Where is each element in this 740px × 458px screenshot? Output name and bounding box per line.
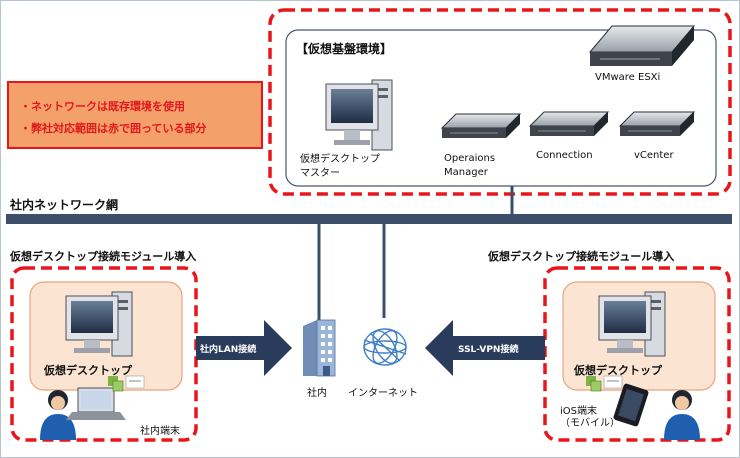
operations-manager-server-icon xyxy=(440,113,522,138)
left-desktop-icon xyxy=(65,291,133,357)
esxi-server-icon xyxy=(588,25,696,66)
left-terminal-label: 社内端末 xyxy=(140,426,180,437)
master-label: 仮想デスクトップ マスター xyxy=(300,154,380,179)
note-line-2: ・弊社対応範囲は赤で囲っている部分 xyxy=(20,122,207,135)
building-icon xyxy=(303,319,336,377)
lan-arrow xyxy=(196,320,292,376)
lan-arrow-label: 社内LAN接続 xyxy=(200,345,257,355)
infra-title: 【仮想基盤環境】 xyxy=(296,42,393,56)
note-line-1: ・ネットワークは既存環境を使用 xyxy=(20,100,185,113)
right-heading: 仮想デスクトップ接続モジュール導入 xyxy=(488,250,675,263)
operations-manager-label: Operaions Manager xyxy=(444,153,496,178)
right-desktop-label: 仮想デスクトップ xyxy=(574,364,662,377)
left-heading: 仮想デスクトップ接続モジュール導入 xyxy=(10,250,197,263)
right-desktop-icon xyxy=(598,291,666,357)
connection-server-icon xyxy=(528,111,610,136)
network-bus xyxy=(6,214,732,224)
right-terminal-label: iOS端末 （モバイル） xyxy=(560,406,620,429)
master-desktop-icon xyxy=(325,79,393,151)
internet-globe-icon xyxy=(363,328,407,366)
left-laptop-icon xyxy=(66,387,126,420)
notes-box xyxy=(7,81,263,149)
connection-label: Connection xyxy=(536,150,593,161)
building-label: 社内 xyxy=(307,388,327,399)
left-frame xyxy=(10,266,198,442)
ssl-arrow-label: SSL-VPN接続 xyxy=(458,345,519,355)
network-label: 社内ネットワーク網 xyxy=(10,198,119,212)
left-desktop-label: 仮想デスクトップ xyxy=(44,364,132,377)
left-user-icon xyxy=(40,390,76,440)
right-module-icon xyxy=(586,375,623,392)
internet-label: インターネット xyxy=(348,388,418,399)
infra-panel xyxy=(285,29,717,187)
left-module-icon xyxy=(108,375,145,392)
ios-tablet-icon xyxy=(613,383,649,427)
vcenter-server-icon xyxy=(618,111,696,136)
esxi-label: VMware ESXi xyxy=(595,72,661,83)
infra-frame xyxy=(268,8,732,196)
ssl-arrow xyxy=(425,320,545,376)
vcenter-label: vCenter xyxy=(634,150,674,161)
right-user-icon xyxy=(664,390,700,440)
